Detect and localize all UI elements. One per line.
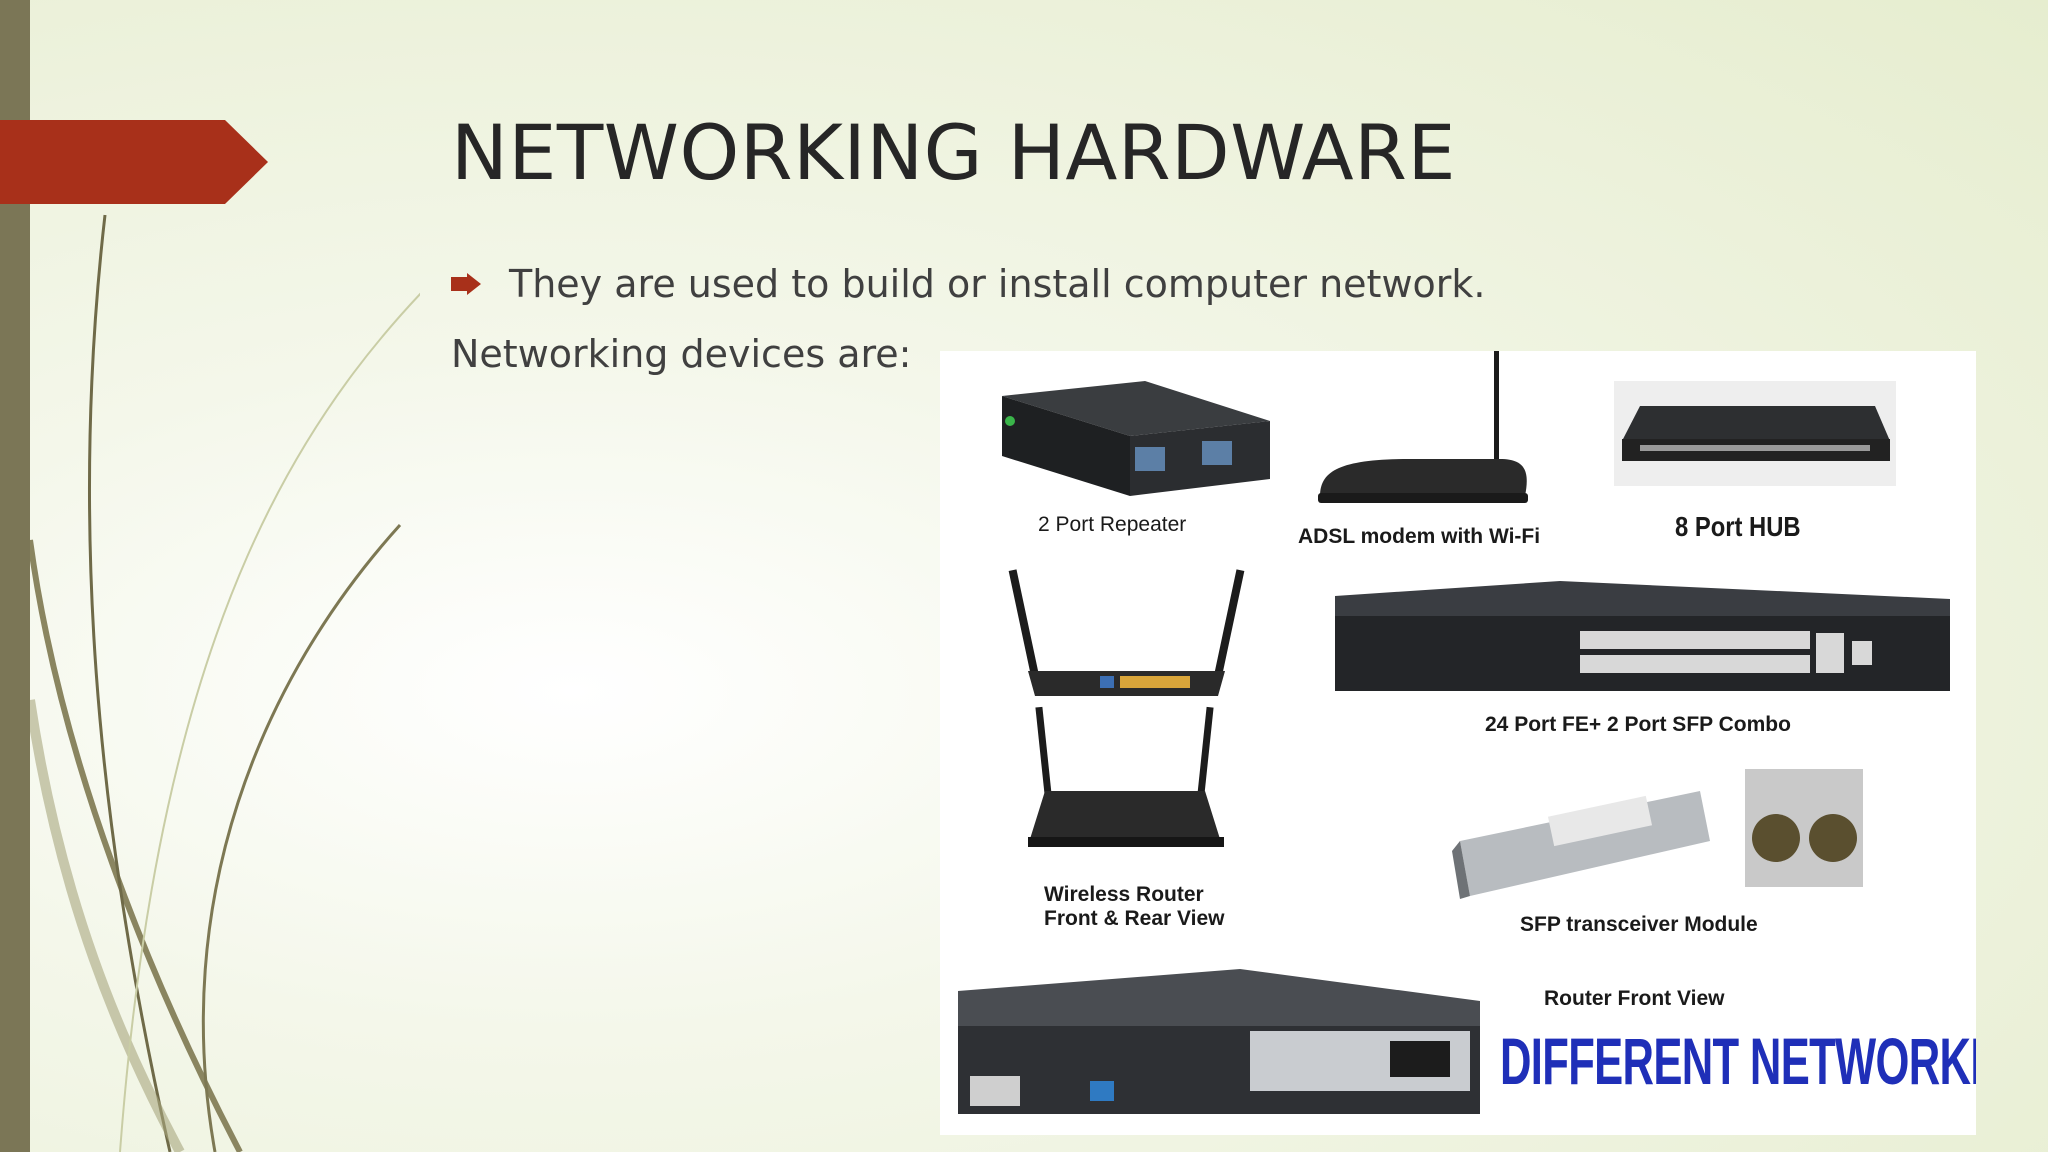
- label-sfp-module: SFP transceiver Module: [1520, 913, 1758, 936]
- slide-title: NETWORKING HARDWARE: [451, 108, 1456, 197]
- bullet-item: They are used to build or install comput…: [451, 262, 1486, 306]
- sfp-module-icon: [1452, 769, 1863, 899]
- subheading: Networking devices are:: [451, 332, 912, 376]
- label-wireless-router-line1: Wireless Router: [1044, 883, 1204, 906]
- banner-text: DIFFERENT NETWORKING DEVICES: [1500, 1024, 1976, 1098]
- networking-devices-image: 2 Port Repeater ADSL modem with Wi-Fi 8 …: [940, 351, 1976, 1135]
- label-router-front: Router Front View: [1544, 987, 1725, 1010]
- bullet-text: They are used to build or install comput…: [509, 262, 1486, 306]
- bullet-arrow-icon: [451, 273, 481, 295]
- adsl-modem-device-icon: [1318, 351, 1528, 503]
- wireless-router-front-icon: [1028, 706, 1224, 847]
- router-front-device-icon: [958, 969, 1480, 1114]
- decorative-swooshes: [25, 214, 420, 1152]
- label-wireless-router-line2: Front & Rear View: [1044, 907, 1225, 930]
- switch-device-icon: [1335, 581, 1950, 691]
- label-repeater: 2 Port Repeater: [1038, 513, 1187, 536]
- label-hub: 8 Port HUB: [1675, 511, 1801, 542]
- hub-device-icon: [1614, 381, 1896, 486]
- title-accent-arrow: [0, 120, 268, 204]
- wireless-router-rear-icon: [1008, 569, 1245, 696]
- repeater-device-icon: [1002, 381, 1270, 496]
- label-adsl-modem: ADSL modem with Wi-Fi: [1298, 525, 1541, 548]
- label-switch: 24 Port FE+ 2 Port SFP Combo: [1485, 713, 1791, 736]
